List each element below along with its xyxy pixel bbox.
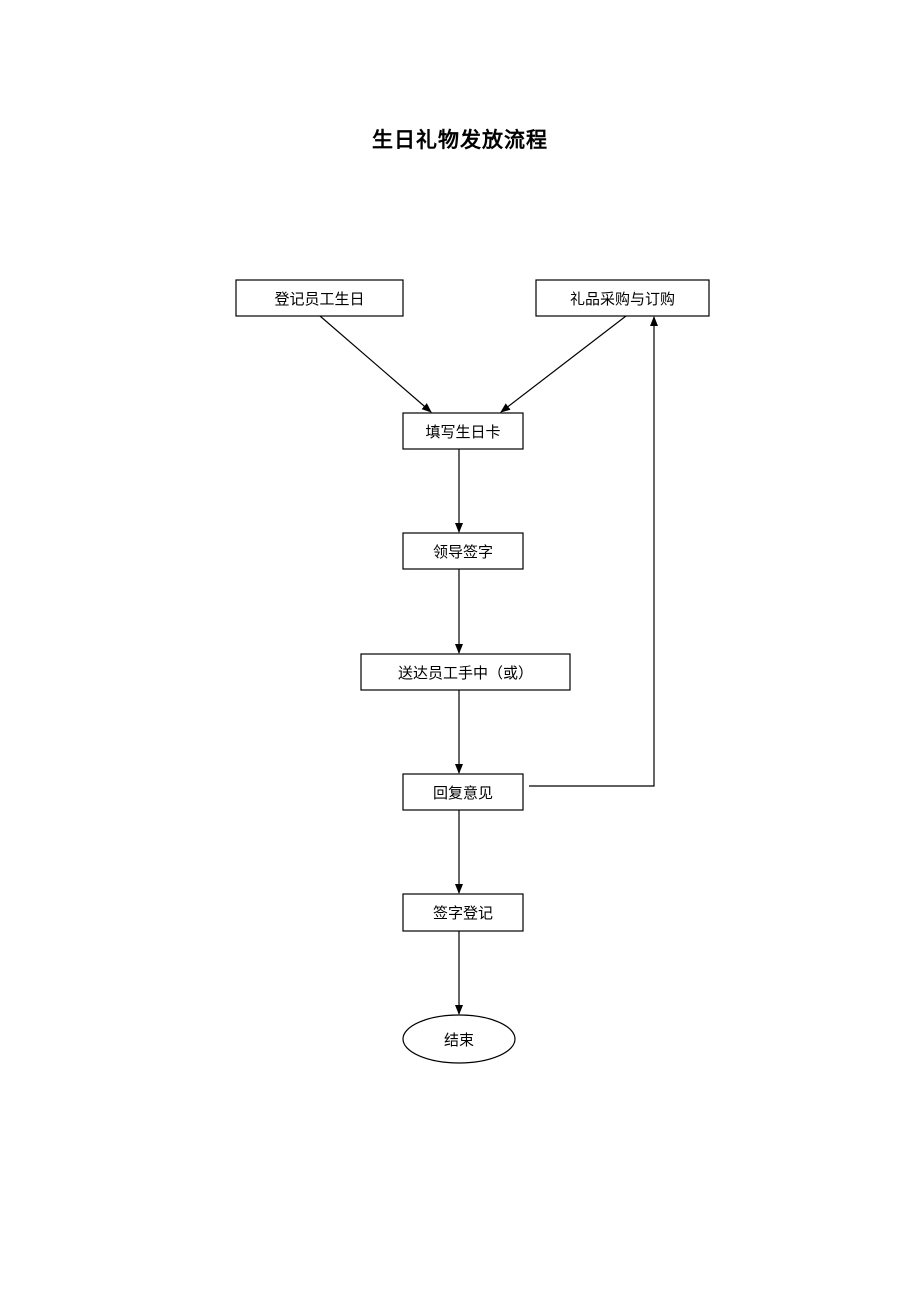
node-fill-card-label: 填写生日卡 [425,423,500,441]
arrow-feedback-to-purchase [529,316,658,787]
node-purchase-label: 礼品采购与订购 [570,290,675,308]
node-deliver: 送达员工手中（或） [360,653,571,691]
node-purchase: 礼品采购与订购 [535,279,710,317]
node-feedback: 回复意见 [402,773,524,811]
node-feedback-label: 回复意见 [433,784,493,802]
node-sign-register: 签字登记 [402,893,524,932]
node-register: 登记员工生日 [235,279,404,317]
arrow-purchase-to-fill-card [500,315,627,413]
node-leader-sign: 领导签字 [402,532,524,570]
node-sign-register-label: 签字登记 [433,904,493,922]
node-register-label: 登记员工生日 [274,290,364,308]
page-title: 生日礼物发放流程 [372,128,548,152]
node-end-label: 结束 [444,1031,474,1049]
arrow-register-to-fill-card [319,315,432,413]
node-fill-card: 填写生日卡 [402,412,524,450]
node-leader-sign-label: 领导签字 [433,543,493,561]
node-deliver-label: 送达员工手中（或） [398,664,533,682]
node-end: 结束 [402,1014,516,1064]
